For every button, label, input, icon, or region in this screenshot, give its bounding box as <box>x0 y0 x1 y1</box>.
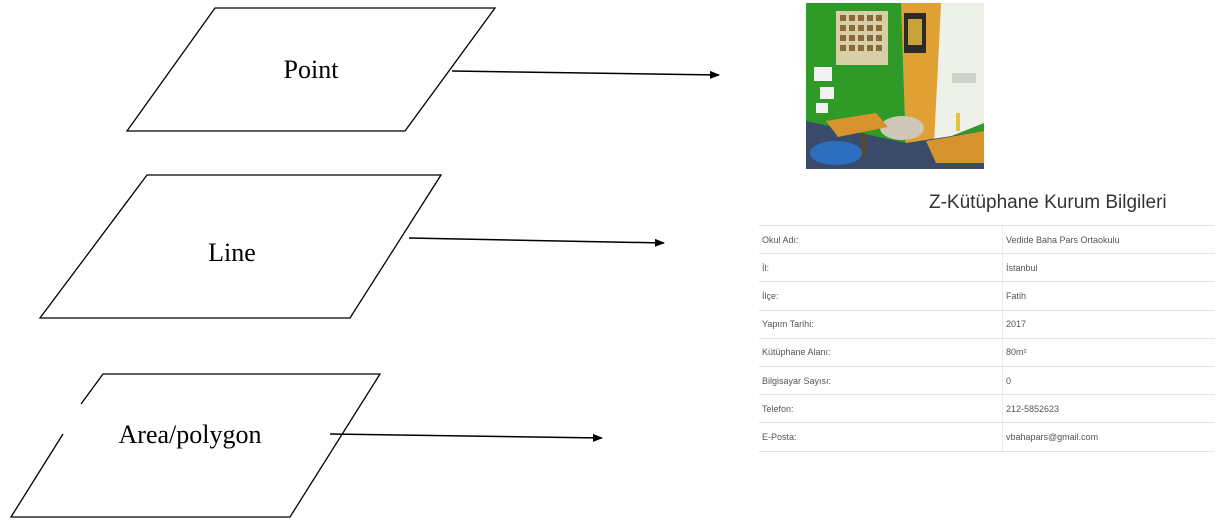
row-value: Fatih <box>1002 281 1215 311</box>
table-row: E-Posta: vbahapars@gmail.com <box>759 422 1215 452</box>
row-value: İstanbul <box>1002 253 1215 283</box>
row-key: Bilgisayar Sayısı: <box>759 366 1003 396</box>
table-row: Okul Adı: Vedide Baha Pars Ortaokulu <box>759 224 1215 255</box>
row-key: Kütüphane Alanı: <box>759 338 1003 367</box>
line-label: Line <box>208 238 256 267</box>
row-value: 0 <box>1002 366 1215 396</box>
institution-info-table: Okul Adı: Vedide Baha Pars Ortaokulu İl:… <box>759 224 1215 452</box>
table-row: Telefon: 212-5852623 <box>759 394 1215 424</box>
line-arrow <box>408 237 665 247</box>
row-value: 2017 <box>1002 310 1215 339</box>
row-key: Okul Adı: <box>759 224 1003 255</box>
library-photo <box>806 3 984 169</box>
table-title: Z-Kütüphane Kurum Bilgileri <box>929 192 1167 213</box>
library-photo-drawing <box>806 3 984 169</box>
line-parallelogram <box>38 174 443 319</box>
row-value: vbahapars@gmail.com <box>1002 422 1215 452</box>
table-row: Yapım Tarihi: 2017 <box>759 310 1215 339</box>
table-row: İlçe: Fatih <box>759 281 1215 311</box>
row-key: Yapım Tarihi: <box>759 310 1003 339</box>
row-value: 80m² <box>1002 338 1215 367</box>
table-row: İl: İstanbul <box>759 253 1215 283</box>
point-arrow <box>451 70 720 79</box>
row-key: Telefon: <box>759 394 1003 424</box>
row-key: İlçe: <box>759 281 1003 311</box>
point-parallelogram <box>125 7 497 132</box>
table-row: Bilgisayar Sayısı: 0 <box>759 366 1215 396</box>
row-value: Vedide Baha Pars Ortaokulu <box>1002 224 1215 255</box>
area-parallelogram <box>9 373 382 518</box>
area-polygon-label: Area/polygon <box>119 420 262 449</box>
point-label: Point <box>284 55 340 84</box>
row-key: E-Posta: <box>759 422 1003 452</box>
table-row: Kütüphane Alanı: 80m² <box>759 338 1215 367</box>
area-arrow <box>329 433 603 442</box>
row-value: 212-5852623 <box>1002 394 1215 424</box>
row-key: İl: <box>759 253 1003 283</box>
